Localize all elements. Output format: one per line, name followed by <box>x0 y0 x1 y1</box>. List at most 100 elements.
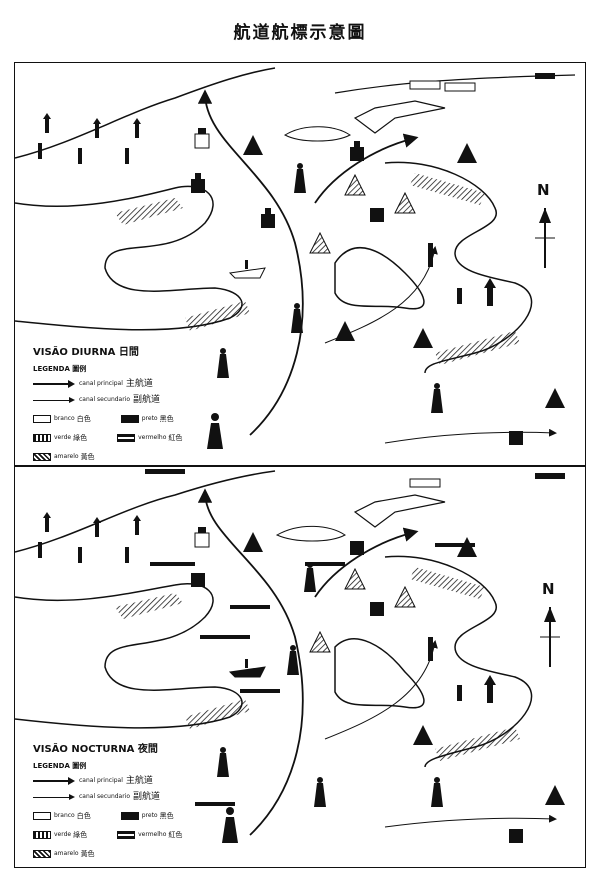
black-swatch <box>120 812 139 820</box>
east-shore-hatch <box>410 173 485 205</box>
north-label: N <box>542 580 555 598</box>
lighthouse <box>431 383 443 413</box>
east-shore-hatch-2 <box>435 727 520 761</box>
triangle-mark <box>335 321 355 341</box>
buoy <box>428 637 433 661</box>
triangle-mark <box>545 785 565 805</box>
yellow-swatch <box>33 850 51 858</box>
lighthouse <box>314 777 326 807</box>
triangle-mark <box>413 328 433 348</box>
west-shore-hatch <box>115 198 183 225</box>
beacon <box>133 118 141 138</box>
secondary-channel-line-2 <box>384 814 557 828</box>
pier-block <box>535 73 555 79</box>
secondary-channel-line-2 <box>384 428 557 444</box>
beacon <box>93 517 101 537</box>
beacon <box>93 118 101 138</box>
tower-mark <box>191 173 205 193</box>
green-swatch <box>33 831 51 839</box>
north-label: N <box>537 181 550 199</box>
day-view-panel: N VISÃO DIURNA 日間 LEGENDA 圖例 canal princ… <box>14 62 586 466</box>
light-bar <box>305 562 345 566</box>
beacon <box>43 113 51 133</box>
legend-main-channel: canal principal 主航道 <box>33 379 182 389</box>
coastline-north <box>15 470 276 553</box>
main-channel-branch <box>314 527 419 598</box>
main-channel-branch <box>314 133 419 204</box>
day-legend: VISÃO DIURNA 日間 LEGENDA 圖例 canal princip… <box>33 348 182 462</box>
lighthouse <box>207 413 223 449</box>
red-swatch <box>117 434 136 442</box>
beacon <box>125 547 129 563</box>
boat <box>228 659 266 678</box>
shoal <box>283 126 351 142</box>
legend-secondary-channel: canal secundario 副航道 <box>33 792 182 802</box>
main-channel-line <box>197 89 304 436</box>
legend-heading: VISÃO NOCTURNA 夜間 <box>33 744 158 755</box>
central-island <box>334 638 425 709</box>
legend-color-row: branco 白色 preto 黑色 <box>33 414 182 424</box>
tower-mark <box>194 527 210 548</box>
legend-color-row: amarelo 黃色 <box>33 849 182 859</box>
tower-mark <box>350 141 364 161</box>
legend-title: LEGENDA 圖例 <box>33 365 87 373</box>
pier-block <box>145 469 185 474</box>
tower-mark <box>509 829 523 843</box>
buoy <box>428 243 433 267</box>
lighthouse <box>294 163 306 193</box>
west-shore-hatch <box>115 593 183 619</box>
beacon <box>133 515 141 535</box>
light-bar <box>240 689 280 693</box>
pier-block <box>535 473 565 479</box>
yellow-swatch <box>33 453 51 461</box>
buoy <box>457 685 462 701</box>
legend-secondary-channel: canal secundario 副航道 <box>33 395 182 405</box>
lighthouse <box>304 562 316 592</box>
beacon <box>38 143 42 159</box>
wharf-structure <box>353 100 446 134</box>
lighthouse <box>217 747 229 777</box>
triangle-mark <box>243 532 263 552</box>
legend-color-row: verde 綠色 vermelho 紅色 <box>33 830 182 840</box>
north-arrow <box>535 208 555 268</box>
beacon <box>125 148 129 164</box>
pier-block <box>409 478 441 488</box>
legend-heading: VISÃO DIURNA 日間 <box>33 347 139 358</box>
secondary-channel-arrow-icon <box>33 793 75 800</box>
lighthouse <box>217 348 229 378</box>
east-shore-hatch <box>410 567 485 599</box>
buoy <box>484 278 496 306</box>
light-bar <box>150 562 195 566</box>
light-bar <box>195 802 235 806</box>
night-view-map <box>15 469 565 843</box>
east-shore-hatch-2 <box>435 331 520 365</box>
buoy <box>457 288 462 304</box>
lighthouse <box>431 777 443 807</box>
lighthouse <box>287 645 299 675</box>
beacon <box>78 547 82 563</box>
pier-block <box>409 80 441 90</box>
triangle-mark <box>413 725 433 745</box>
legend-color-row: verde 綠色 vermelho 紅色 <box>33 433 182 443</box>
main-channel-line <box>197 488 304 836</box>
triangle-mark <box>309 630 331 653</box>
west-shore-hatch-2 <box>185 699 250 729</box>
triangle-mark <box>457 143 477 163</box>
black-swatch <box>120 415 139 423</box>
coastline-north <box>15 67 276 159</box>
triangle-mark <box>394 585 416 608</box>
west-shore-hatch-2 <box>185 301 250 331</box>
central-island <box>334 246 425 310</box>
tower-mark <box>261 208 275 228</box>
triangle-mark <box>545 388 565 408</box>
triangle-mark <box>309 231 331 254</box>
red-swatch <box>117 831 136 839</box>
tower-mark <box>191 573 205 587</box>
main-channel-arrow-icon <box>33 380 75 388</box>
lighthouse <box>291 303 303 333</box>
green-swatch <box>33 434 51 442</box>
tower-mark <box>350 541 364 555</box>
triangle-mark <box>394 191 416 214</box>
triangle-mark <box>344 567 366 590</box>
night-legend: VISÃO NOCTURNA 夜間 LEGENDA 圖例 canal princ… <box>33 745 182 859</box>
